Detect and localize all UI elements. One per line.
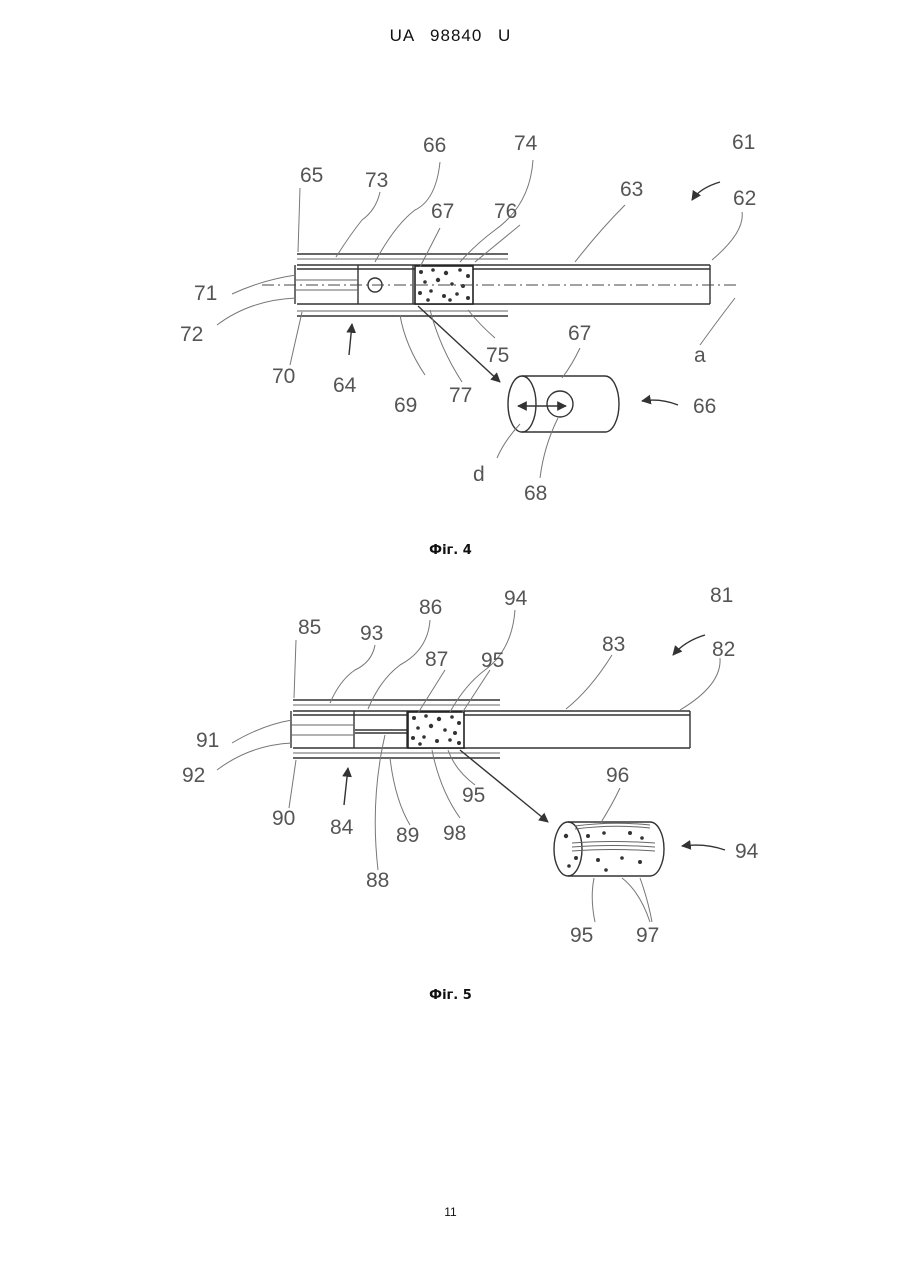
fig4-label-75: 75 bbox=[486, 344, 509, 367]
fig4-label-63: 63 bbox=[620, 178, 643, 201]
fig5-label-95-detail: 95 bbox=[570, 924, 593, 947]
fig5-label-81: 81 bbox=[710, 584, 733, 607]
figure-5-drawing: 85 93 86 94 87 95 83 81 82 91 92 90 84 8… bbox=[182, 584, 759, 947]
fig5-label-88: 88 bbox=[366, 869, 389, 892]
fig5-label-94-detail: 94 bbox=[735, 840, 759, 863]
fig5-label-96: 96 bbox=[606, 764, 629, 787]
fig4-label-69: 69 bbox=[394, 394, 417, 417]
fig5-label-85: 85 bbox=[298, 616, 321, 639]
fig5-label-94: 94 bbox=[504, 587, 528, 610]
fig4-label-64: 64 bbox=[333, 374, 357, 397]
fig5-label-83: 83 bbox=[602, 633, 625, 656]
fig4-label-68: 68 bbox=[524, 482, 547, 505]
fig5-label-87: 87 bbox=[425, 648, 448, 671]
fig4-label-61: 61 bbox=[732, 131, 755, 154]
fig4-label-73: 73 bbox=[365, 169, 388, 192]
fig5-label-98: 98 bbox=[443, 822, 466, 845]
fig5-label-84: 84 bbox=[330, 816, 354, 839]
figure-4-caption: Фіг. 4 bbox=[0, 543, 901, 558]
fig4-label-72: 72 bbox=[180, 323, 203, 346]
fig5-label-92: 92 bbox=[182, 764, 205, 787]
fig4-label-77: 77 bbox=[449, 384, 472, 407]
page-number: 11 bbox=[0, 1205, 901, 1219]
fig4-label-67: 67 bbox=[431, 200, 454, 223]
fig5-label-82: 82 bbox=[712, 638, 735, 661]
fig4-label-71: 71 bbox=[194, 282, 217, 305]
fig4-label-76: 76 bbox=[494, 200, 517, 223]
fig4-label-70: 70 bbox=[272, 365, 295, 388]
fig5-label-91: 91 bbox=[196, 729, 219, 752]
fig4-label-d: d bbox=[473, 463, 485, 486]
fig5-label-97: 97 bbox=[636, 924, 659, 947]
fig5-label-93: 93 bbox=[360, 622, 383, 645]
fig4-label-a: a bbox=[694, 344, 706, 367]
fig4-label-65: 65 bbox=[300, 164, 323, 187]
fig4-label-74: 74 bbox=[514, 132, 538, 155]
fig4-label-62: 62 bbox=[733, 187, 756, 210]
fig5-label-95-mid: 95 bbox=[462, 784, 485, 807]
fig4-label-67-detail: 67 bbox=[568, 322, 591, 345]
fig5-label-95-top: 95 bbox=[481, 649, 504, 672]
figure-5-caption: Фіг. 5 bbox=[0, 988, 901, 1003]
figure-4-drawing: 65 73 66 74 67 76 63 61 62 71 72 70 64 6… bbox=[180, 131, 756, 505]
fig4-label-66: 66 bbox=[423, 134, 446, 157]
fig5-label-89: 89 bbox=[396, 824, 419, 847]
fig4-label-66-detail: 66 bbox=[693, 395, 716, 418]
fig5-label-86: 86 bbox=[419, 596, 442, 619]
fig5-label-90: 90 bbox=[272, 807, 295, 830]
